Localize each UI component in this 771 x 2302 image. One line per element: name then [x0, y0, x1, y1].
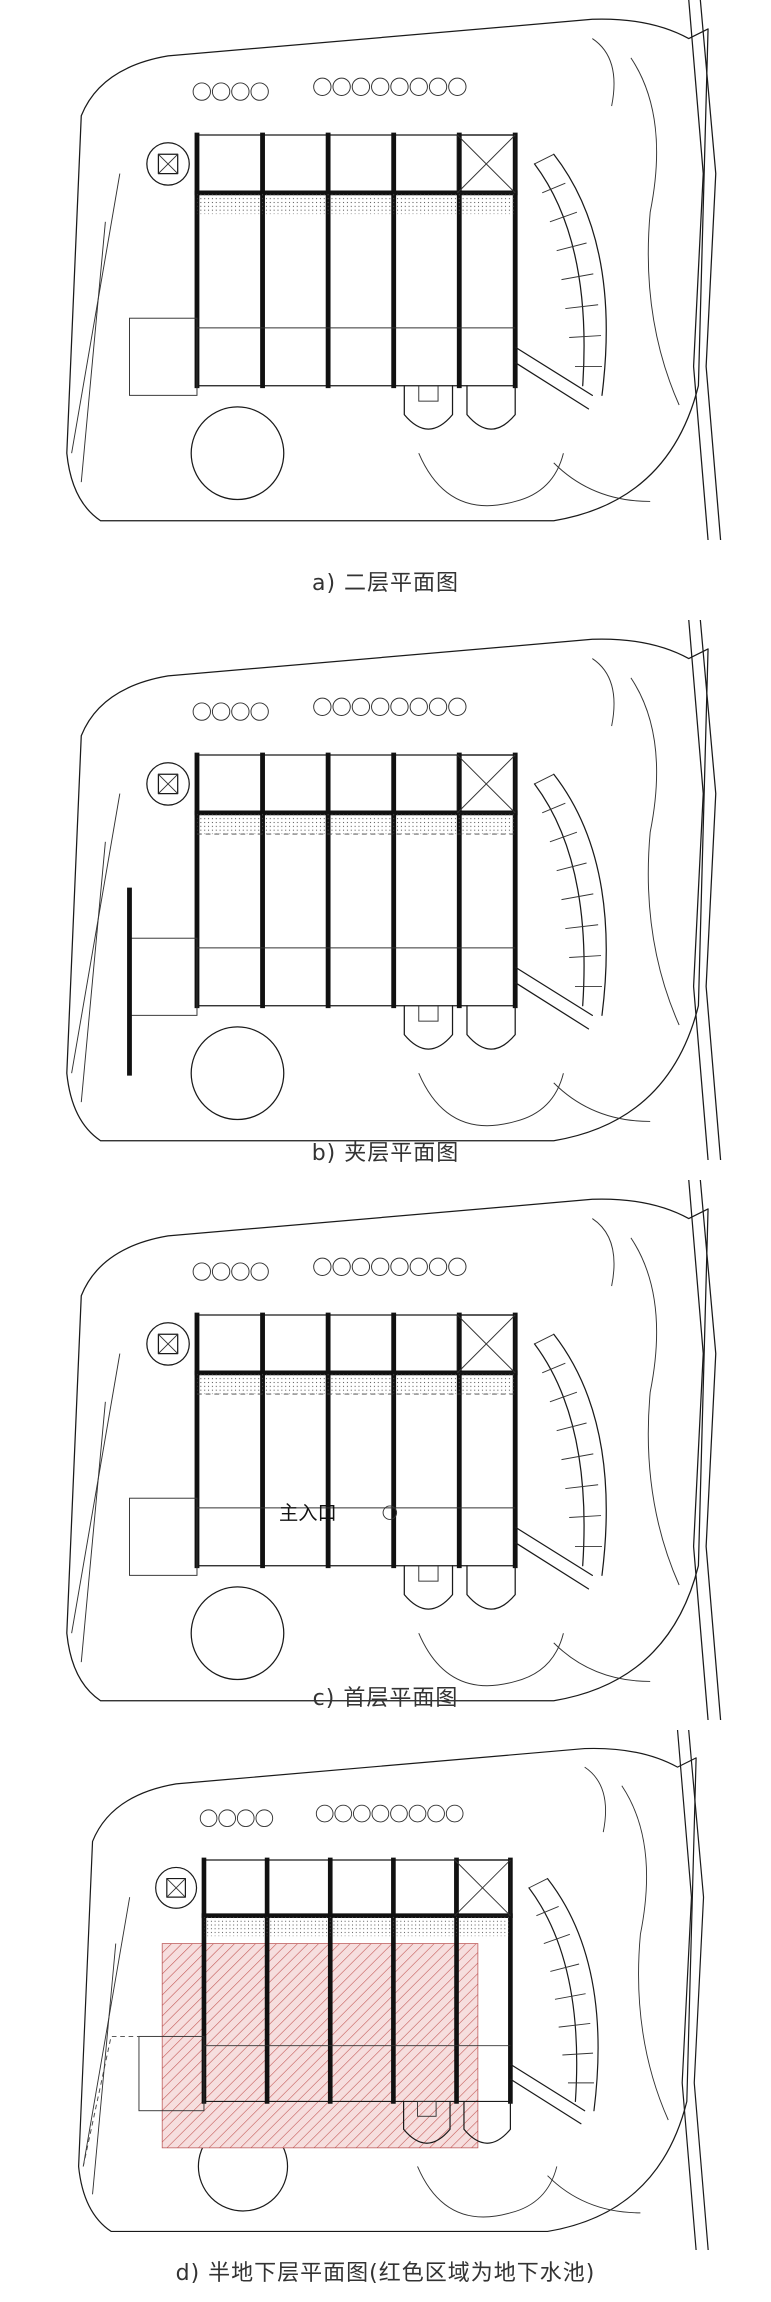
caption-b: b) 夹层平面图 [311, 1141, 460, 1166]
caption-c: c) 首层平面图 [312, 1686, 459, 1711]
caption-a: a) 二层平面图 [311, 571, 460, 596]
plan-semi-basement-drawing [78, 1730, 709, 2250]
plan-mezzanine-drawing [66, 620, 722, 1160]
plan-ground-floor-drawing: 主入口 [66, 1180, 722, 1720]
entrance-marker-icon [382, 1505, 398, 1520]
plan-second-floor-drawing [66, 0, 722, 540]
plan-ground-floor: 主入口 [0, 1180, 771, 1720]
main-entrance-label: 主入口 [279, 1501, 337, 1524]
plan-second-floor [0, 0, 771, 540]
plan-mezzanine [0, 620, 771, 1160]
plan-semi-basement [0, 1730, 771, 2250]
caption-d: d) 半地下层平面图(红色区域为地下水池) [175, 2261, 596, 2286]
